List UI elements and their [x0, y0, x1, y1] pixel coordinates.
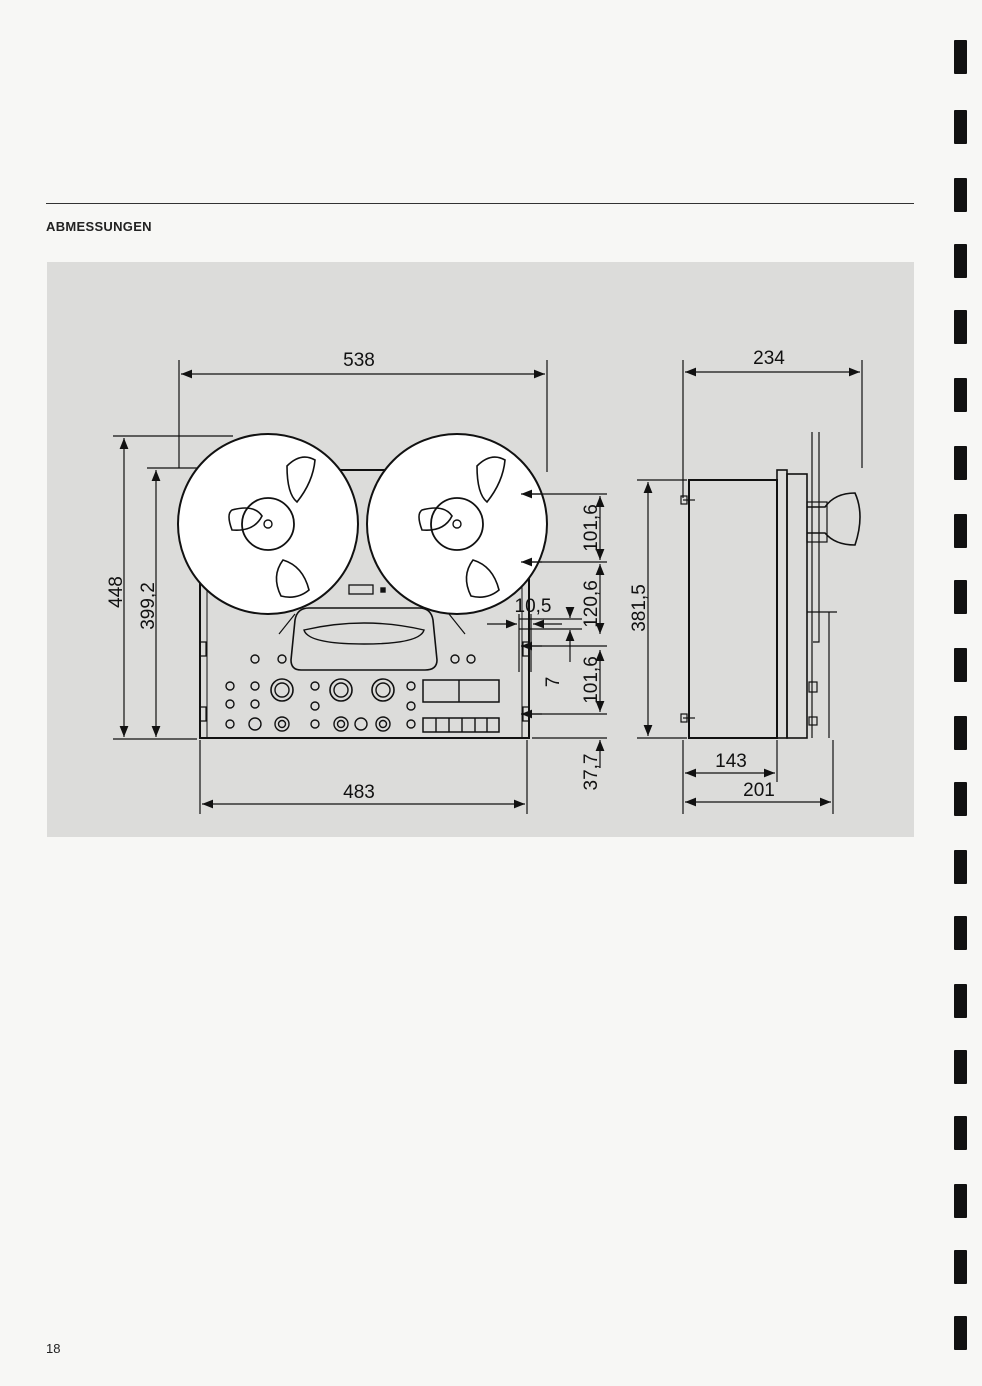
dimension-drawing: 538 483 448 399,2 101,6 120,6 101,6 37,7…: [47, 262, 914, 837]
binding-mark: [954, 446, 967, 480]
binding-mark: [954, 40, 967, 74]
dim-label-201: 201: [743, 780, 775, 801]
right-reel: [367, 434, 547, 614]
binding-mark: [954, 648, 967, 682]
dim-label-101-6-lower: 101,6: [581, 656, 602, 704]
section-title: ABMESSUNGEN: [46, 219, 152, 234]
binding-mark: [954, 1250, 967, 1284]
dim-label-101-6-upper: 101,6: [581, 504, 602, 552]
dim-label-399-2: 399,2: [138, 582, 159, 630]
front-view: [178, 434, 547, 738]
header-rule: [46, 203, 914, 204]
binding-mark: [954, 1116, 967, 1150]
binding-mark: [954, 310, 967, 344]
binding-mark: [954, 782, 967, 816]
binding-mark: [954, 244, 967, 278]
side-view: [681, 432, 860, 738]
binding-mark: [954, 1050, 967, 1084]
binding-mark: [954, 716, 967, 750]
binding-mark: [954, 178, 967, 212]
binding-mark: [954, 1184, 967, 1218]
dim-label-7: 7: [543, 677, 564, 688]
page-number: 18: [46, 1341, 60, 1356]
binding-mark: [954, 110, 967, 144]
dim-label-538: 538: [343, 350, 375, 371]
side-body: [689, 480, 777, 738]
binding-mark: [954, 1316, 967, 1350]
dimension-drawing-panel: 538 483 448 399,2 101,6 120,6 101,6 37,7…: [47, 262, 914, 837]
side-dimensions: [637, 360, 862, 814]
dim-label-448: 448: [106, 576, 127, 608]
binding-mark: [954, 514, 967, 548]
dim-label-234: 234: [753, 348, 785, 369]
left-reel: [178, 434, 358, 614]
binding-mark: [954, 850, 967, 884]
binding-mark: [954, 984, 967, 1018]
dim-label-143: 143: [715, 751, 747, 772]
dim-label-37-7: 37,7: [581, 754, 602, 791]
dim-label-120-6: 120,6: [581, 580, 602, 628]
dim-label-381-5: 381,5: [629, 584, 650, 632]
binding-mark: [954, 580, 967, 614]
binding-marks: [954, 0, 968, 1386]
binding-mark: [954, 378, 967, 412]
dim-label-483: 483: [343, 782, 375, 803]
dim-label-10-5: 10,5: [515, 596, 552, 617]
front-dimensions: [113, 360, 607, 814]
binding-mark: [954, 916, 967, 950]
head-cover: [291, 608, 437, 670]
